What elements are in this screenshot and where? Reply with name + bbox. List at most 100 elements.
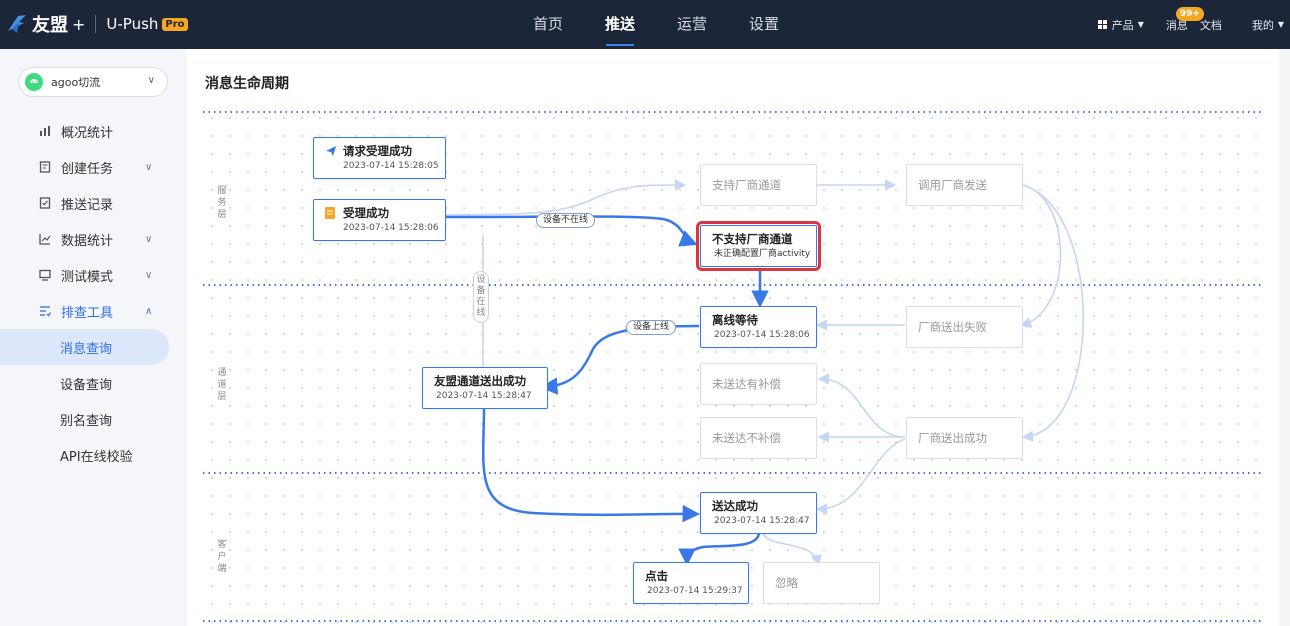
- page-title: 消息生命周期: [205, 76, 289, 92]
- node-delivered[interactable]: 送达成功 2023-07-14 15:28:47: [700, 492, 817, 534]
- node-vendor-unsupported[interactable]: 不支持厂商通道 未正确配置厂商activity: [696, 221, 821, 271]
- layer-label-service: 服务层: [217, 186, 227, 220]
- main-nav: 首页 推送 运营 设置: [512, 0, 800, 49]
- node-time: 2023-07-14 15:28:06: [343, 222, 439, 233]
- nav-tab-settings[interactable]: 设置: [748, 15, 779, 33]
- edge-call-to-success: [1021, 184, 1085, 442]
- sidebar-item-troubleshoot[interactable]: 排查工具 ∧: [0, 293, 187, 329]
- edge-delivered-to-ignore: [762, 530, 822, 567]
- node-clicked[interactable]: 点击 2023-07-14 15:29:37: [633, 562, 749, 604]
- logo-divider: [95, 15, 97, 33]
- edge-label-device-offline: 设备不在线: [536, 213, 596, 228]
- node-time: 2023-07-14 15:28:05: [343, 160, 439, 171]
- sidebar-item-create-task[interactable]: 创建任务 ∨: [0, 149, 187, 185]
- sidebar-item-label: 测试模式: [61, 269, 114, 285]
- list-check-icon: [38, 304, 52, 318]
- caret-down-icon: ▼: [1137, 20, 1144, 29]
- node-undelivered-compensated[interactable]: 未送达有补偿: [700, 363, 817, 405]
- monitor-icon: [38, 268, 52, 282]
- android-icon: [25, 73, 43, 91]
- chart-bar-icon: [38, 124, 52, 138]
- messages-label: 消息: [1165, 18, 1188, 32]
- sidebar-menu: 概况统计 创建任务 ∨ 推送记录 数据统计 ∨ 测试模式 ∨ 排查工具 ∧ 消息…: [0, 113, 187, 473]
- grid-icon: [1097, 20, 1107, 29]
- node-time: 2023-07-14 15:28:47: [436, 390, 532, 401]
- edge-label-device-online-vertical: 设备在线: [473, 271, 489, 323]
- sidebar-item-label: 排查工具: [61, 305, 114, 321]
- edge-success-to-comp: [817, 373, 906, 438]
- chevron-down-icon: ∨: [145, 269, 153, 281]
- edge-accept-to-nosupport: [442, 215, 698, 247]
- product-name: U-Push: [106, 15, 159, 33]
- sidebar-subitem-alias-query[interactable]: 别名查询: [60, 413, 113, 429]
- layer-label-channel: 通道层: [217, 368, 227, 402]
- sidebar: agoo切流 ∨ 概况统计 创建任务 ∨ 推送记录 数据统计 ∨ 测试模式 ∨: [0, 49, 187, 626]
- nav-tab-push[interactable]: 推送: [584, 0, 656, 49]
- logo[interactable]: 友盟 + U-Push Pro: [6, 12, 188, 36]
- node-offline-waiting[interactable]: 离线等待 2023-07-14 15:28:06: [700, 306, 817, 348]
- line-chart-icon: [38, 232, 52, 246]
- node-subtitle: 未正确配置厂商activity: [714, 248, 811, 259]
- sidebar-item-push-records[interactable]: 推送记录: [0, 185, 187, 221]
- edge-success-to-delivered: [815, 438, 906, 515]
- page-scrollbar[interactable]: [1279, 49, 1290, 626]
- messages-menu[interactable]: 消息 99+: [1165, 6, 1204, 33]
- sidebar-item-overview[interactable]: 概况统计: [0, 113, 187, 149]
- node-ignored[interactable]: 忽略: [763, 562, 880, 604]
- my-account-label: 我的: [1251, 18, 1274, 32]
- products-label: 产品: [1111, 18, 1134, 32]
- sidebar-item-label: 数据统计: [61, 233, 114, 249]
- send-icon: [326, 146, 336, 156]
- brand-plus: +: [72, 14, 86, 34]
- sidebar-subitem-api-check[interactable]: API在线校验: [60, 449, 133, 465]
- sidebar-item-label: 创建任务: [61, 161, 114, 177]
- node-request-accepted[interactable]: 请求受理成功 2023-07-14 15:28:05: [313, 137, 446, 179]
- sidebar-item-data-stats[interactable]: 数据统计 ∨: [0, 221, 187, 257]
- main-content: 消息生命周期: [187, 49, 1279, 626]
- node-time: 2023-07-14 15:29:37: [647, 585, 743, 596]
- app-selector[interactable]: agoo切流 ∨: [18, 67, 168, 97]
- edge-delivered-to-click: [678, 531, 761, 566]
- edge-call-to-fail: [1019, 184, 1062, 328]
- node-call-vendor-send[interactable]: 调用厂商发送: [906, 164, 1023, 206]
- nav-tab-operation[interactable]: 运营: [676, 15, 707, 33]
- app-name: agoo切流: [51, 76, 101, 89]
- document-icon: [325, 207, 335, 219]
- node-support-vendor-channel[interactable]: 支持厂商通道: [700, 164, 817, 206]
- record-icon: [38, 196, 52, 210]
- chevron-down-icon: ∨: [147, 75, 155, 86]
- edge-label-device-online: 设备上线: [626, 320, 677, 335]
- caret-down-icon: ▼: [1277, 20, 1284, 29]
- node-undelivered-not-compensated[interactable]: 未送达不补偿: [700, 417, 817, 459]
- layer-label-client: 客户端: [217, 540, 227, 574]
- edge-wait-to-umeng: [540, 324, 700, 395]
- sidebar-subitem-message-query[interactable]: 消息查询: [0, 329, 169, 365]
- node-accepted[interactable]: 受理成功 2023-07-14 15:28:06: [313, 199, 446, 241]
- products-menu[interactable]: 产品 ▼: [1097, 17, 1144, 33]
- nav-tab-home[interactable]: 首页: [532, 15, 563, 33]
- chevron-down-icon: ∨: [145, 233, 153, 245]
- top-navigation-bar: 友盟 + U-Push Pro 首页 推送 运营 设置 产品 ▼ 消息 99+ …: [0, 0, 1290, 49]
- my-account-menu[interactable]: 我的 ▼: [1252, 17, 1284, 33]
- node-vendor-send-failed[interactable]: 厂商送出失败: [906, 306, 1023, 348]
- edge-umeng-to-delivered: [482, 406, 700, 523]
- task-icon: [38, 160, 52, 174]
- chevron-up-icon: ∧: [145, 305, 153, 317]
- node-time: 2023-07-14 15:28:06: [714, 329, 810, 340]
- sidebar-subitem-device-query[interactable]: 设备查询: [60, 377, 113, 393]
- sidebar-item-label: 推送记录: [61, 197, 114, 213]
- umeng-bird-icon: [8, 15, 26, 33]
- docs-label: 文档: [1199, 18, 1222, 32]
- sidebar-item-label: 概况统计: [61, 125, 114, 141]
- brand-name: 友盟: [32, 15, 68, 36]
- header-right-menu: 产品 ▼ 消息 99+ 文档 我的 ▼: [1097, 0, 1290, 49]
- docs-link[interactable]: 文档: [1200, 17, 1222, 33]
- message-count-badge: 99+: [1175, 6, 1204, 21]
- flow-connectors: [203, 111, 1263, 622]
- sidebar-item-test-mode[interactable]: 测试模式 ∨: [0, 257, 187, 293]
- pro-badge: Pro: [162, 17, 188, 31]
- edge-support-vendor: [442, 179, 687, 216]
- lifecycle-diagram: 服务层 通道层 客户端 设备不在线 设备在线 设备上线 请求受理成功 2023-…: [203, 109, 1263, 626]
- node-vendor-send-success[interactable]: 厂商送出成功: [906, 417, 1023, 459]
- node-umeng-channel-sent[interactable]: 友盟通道送出成功 2023-07-14 15:28:47: [422, 367, 548, 409]
